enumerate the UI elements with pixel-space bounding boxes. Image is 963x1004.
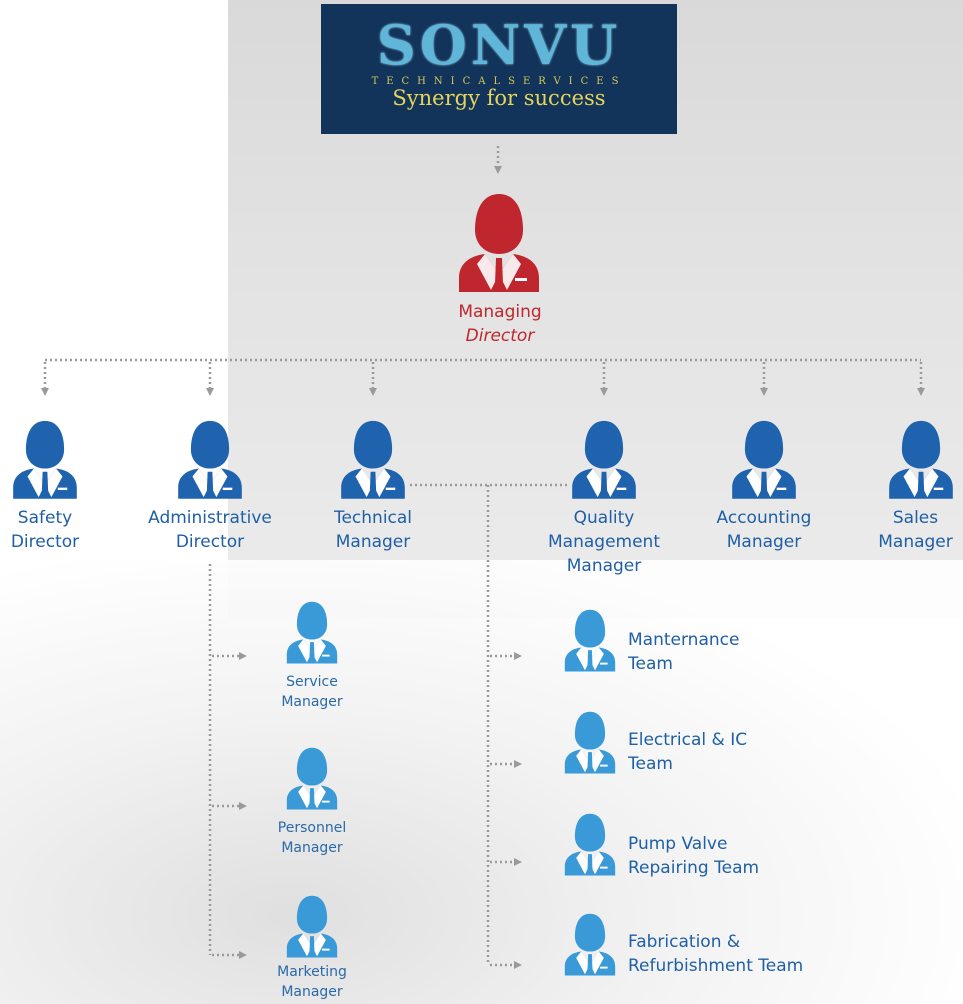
personnel-manager-label: Personnel Manager [262,818,362,858]
fabrication-team-label: Fabrication & Refurbishment Team [628,930,848,978]
technical-manager-label: Technical Manager [313,506,433,554]
service-manager-line2: Manager [281,694,343,710]
marketing-manager-label: Marketing Manager [262,962,362,1002]
pump-valve-team-label: Pump Valve Repairing Team [628,832,828,880]
quality-manager-line2: Management [548,532,660,552]
quality-management-manager-icon [572,420,636,499]
logo-brand: SONVU [376,13,622,77]
maintenance-team-icon [564,609,616,672]
administrative-director-label: Administrative Director [140,506,280,554]
accounting-manager-line1: Accounting [716,508,812,528]
accounting-manager-icon [732,420,796,499]
sales-manager-line2: Manager [878,532,953,552]
pump-team-line2: Repairing Team [628,858,760,878]
personnel-manager-icon [286,747,338,810]
service-manager-icon [286,601,338,664]
logo-subtitle: TECHNICALSERVICES [371,76,627,87]
maintenance-team-line1: Manternance [628,630,740,650]
technical-manager-line1: Technical [333,508,413,528]
managing-director-label: Managing Director [430,300,570,348]
sales-manager-icon [889,420,953,499]
quality-management-manager-label: Quality Management Manager [529,506,679,578]
service-manager-label: Service Manager [262,672,362,712]
safety-director-icon [13,420,77,499]
electrical-team-line2: Team [628,754,673,774]
electrical-ic-team-label: Electrical & IC Team [628,728,828,776]
administrative-director-line1: Administrative [148,508,272,528]
fabrication-team-line2: Refurbishment Team [628,956,804,976]
administrative-director-line2: Director [175,532,245,552]
personnel-manager-line1: Personnel [277,820,347,836]
logo-tagline: Synergy for success [392,86,606,110]
maintenance-team-line2: Team [628,654,673,674]
technical-manager-icon [341,420,405,499]
accounting-manager-line2: Manager [726,532,802,552]
electrical-ic-team-icon [564,711,616,774]
fabrication-team-line1: Fabrication & [628,932,741,952]
marketing-manager-line2: Manager [281,984,343,1000]
safety-director-line1: Safety [17,508,73,528]
marketing-manager-line1: Marketing [277,964,347,980]
pump-valve-team-icon [564,813,616,876]
safety-director-line2: Director [10,532,80,552]
managing-director-icon [459,194,539,292]
service-manager-line1: Service [286,674,338,690]
background-photo-fade [0,560,963,1004]
marketing-manager-icon [286,895,338,958]
fabrication-team-icon [564,913,616,976]
pump-team-line1: Pump Valve [628,834,728,854]
sales-manager-label: Sales Manager [868,506,963,554]
electrical-team-line1: Electrical & IC [628,730,748,750]
administrative-director-icon [178,420,242,499]
sales-manager-line1: Sales [892,508,939,528]
maintenance-team-label: Manternance Team [628,628,828,676]
technical-manager-line2: Manager [335,532,411,552]
accounting-manager-label: Accounting Manager [704,506,824,554]
company-logo: SONVU TECHNICALSERVICES Synergy for succ… [321,4,677,134]
quality-manager-line3: Manager [566,556,642,576]
managing-director-line2: Director [465,326,535,346]
safety-director-label: Safety Director [0,506,95,554]
managing-director-line1: Managing [458,302,542,322]
personnel-manager-line2: Manager [281,840,343,856]
quality-manager-line1: Quality [573,508,635,528]
